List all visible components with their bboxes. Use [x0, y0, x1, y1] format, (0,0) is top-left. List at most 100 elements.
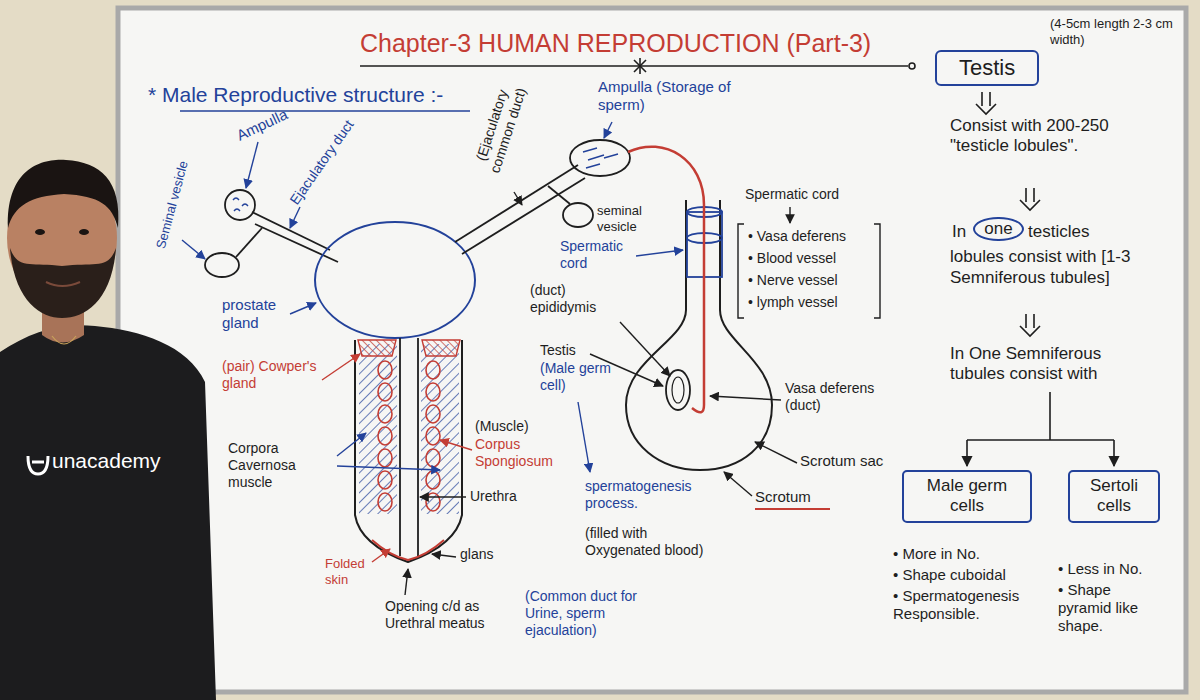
leader-lines-part	[755, 442, 797, 463]
board-label: Scrotum sac	[800, 452, 883, 470]
teacher-figure-part	[35, 229, 45, 235]
leader-lines-part	[290, 207, 300, 228]
leader-lines-part	[710, 396, 781, 400]
board-label: • Shape cuboidal	[893, 566, 1006, 584]
board-label: • Less in No.	[1058, 560, 1142, 578]
teacher-figure-part	[10, 248, 116, 318]
board-label: (pair) Cowper's gland	[222, 358, 332, 392]
board-label: Ampulla (Storage of sperm)	[598, 78, 748, 114]
board-label: Corpora Cavernosa muscle	[228, 440, 333, 490]
leader-lines-part	[337, 466, 440, 470]
board-label: Scrotum	[755, 488, 811, 506]
board-label: (Male germ cell)	[540, 360, 615, 394]
board-label: prostate gland	[222, 296, 302, 332]
leader-lines-part	[620, 322, 670, 376]
shirt-logo-text: unacademy	[52, 448, 161, 473]
board-label: (duct) epididymis	[530, 282, 620, 316]
leader-lines-part	[874, 224, 880, 318]
penis-section-part-part	[378, 361, 392, 379]
leader-lines-part	[405, 569, 408, 595]
testis-box: Testis	[935, 50, 1039, 86]
title-rule-part	[360, 65, 908, 67]
leader-lines-part	[432, 554, 456, 557]
node-text: Testis	[959, 55, 1015, 80]
penis-section-part-part	[378, 471, 392, 489]
board-label: In One Semniferous tubules consist with	[950, 344, 1145, 385]
board-label: In	[952, 222, 966, 242]
penis-section-part-part	[426, 471, 440, 489]
board-label: • Nerve vessel	[748, 272, 838, 289]
title-rule	[180, 58, 915, 509]
leader-lines-part	[578, 402, 590, 472]
penis-section-part	[372, 540, 444, 560]
node-text: one	[984, 219, 1012, 238]
teacher-figure-part	[79, 229, 89, 235]
title-rule-part	[909, 63, 915, 69]
board-label: • Vasa deferens	[748, 228, 846, 245]
penis-section-part-part	[426, 383, 440, 401]
board-title: Chapter-3 HUMAN REPRODUCTION (Part-3)	[360, 28, 871, 58]
leader-lines-part	[514, 192, 522, 205]
teacher-figure-part	[28, 456, 48, 474]
leader-lines-part	[420, 496, 466, 497]
whiteboard-part	[118, 8, 1186, 692]
board-label: Folded skin	[325, 556, 380, 587]
teacher-figure-part	[52, 336, 76, 344]
right-ducts-part	[570, 140, 630, 176]
prostate-gland-part	[315, 222, 475, 338]
board-label: Spermatic cord	[745, 186, 839, 203]
teacher-figure-part	[46, 282, 80, 286]
leader-lines	[182, 122, 880, 595]
board-label: Corpus Spongiosum	[475, 436, 570, 470]
penis-section-part	[422, 340, 460, 356]
title-rule-part	[639, 58, 641, 74]
board-label: Consist with 200-250 "testicle lobules".	[950, 116, 1140, 157]
leader-lines-part	[322, 354, 360, 380]
penis-section-part	[417, 338, 419, 556]
node-text: Male germ cells	[927, 476, 1007, 515]
leader-lines-part	[246, 142, 258, 188]
penis-section-part-part	[378, 493, 392, 511]
board-label: Testis	[540, 342, 576, 359]
penis-section-part-part	[426, 405, 440, 423]
penis-section-part	[399, 338, 401, 556]
flow-arrows-part	[1020, 314, 1040, 336]
penis-section-part	[421, 344, 459, 514]
scrotum-drawing-part	[672, 377, 684, 403]
left-ducts-part	[236, 228, 262, 257]
penis-section-part	[359, 344, 397, 514]
leader-lines-part	[440, 440, 472, 450]
board-label: (4-5cm length 2-3 cm width)	[1050, 16, 1178, 47]
cell-box: Sertoli cells	[1068, 470, 1160, 523]
cell-box: Male germ cells	[902, 470, 1032, 523]
leader-lines-part	[372, 549, 390, 562]
right-ducts-part	[455, 165, 578, 242]
teacher-figure-part	[0, 325, 216, 700]
penis-section-part-part	[378, 427, 392, 445]
board-label: glans	[460, 546, 493, 563]
leader-lines-part	[337, 433, 366, 456]
board-label: seminal vesicle	[597, 203, 667, 234]
board-label: (Common duct for Urine, sperm ejaculatio…	[525, 588, 670, 638]
left-ducts-part	[252, 212, 330, 250]
left-ducts-part	[225, 190, 255, 220]
board-label: Spermatic cord	[560, 238, 640, 272]
leader-lines-part	[738, 224, 744, 318]
leader-lines-part	[789, 207, 790, 223]
right-ducts-part	[563, 203, 593, 227]
board-label: • Blood vessel	[748, 250, 836, 267]
teacher-figure	[0, 160, 216, 700]
title-rule-part	[180, 110, 470, 112]
flow-arrows-part	[1113, 440, 1115, 466]
left-ducts-part	[233, 198, 248, 211]
board-label: Vasa deferens (duct)	[785, 380, 880, 414]
leader-lines-part	[182, 240, 205, 259]
teacher-figure-part	[8, 160, 119, 228]
board-label: spermatogenesis process.	[585, 478, 715, 512]
flow-arrows-part	[967, 392, 1114, 440]
penis-section-part-part	[426, 449, 440, 467]
penis-section-part-part	[426, 493, 440, 511]
right-ducts-part	[548, 186, 570, 204]
board-label: Urethra	[470, 488, 517, 505]
